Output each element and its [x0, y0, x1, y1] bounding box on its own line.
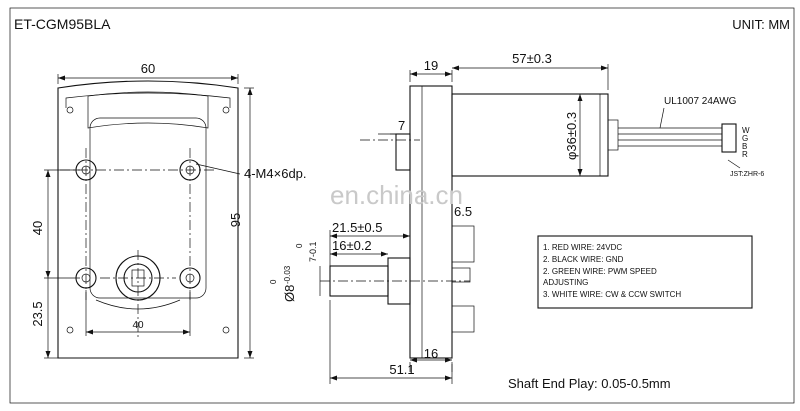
connector [721, 123, 737, 153]
dim-shaft-length-1: 21.5±0.5 [332, 220, 383, 235]
shaft-tol-upper: 0 [269, 279, 278, 284]
gearbox-outline [57, 80, 239, 359]
hole-spec: 4-M4×6dp. [244, 166, 307, 181]
dim-overall-length: 51.1 [389, 362, 414, 377]
connector-label: JST:ZHR-6 [730, 171, 764, 178]
gearbox-side [409, 85, 453, 359]
side-view: W G B R JST:ZHR-6 UL1007 24AWG 19 57±0.3 [269, 51, 764, 384]
wire-letter-r: R [742, 150, 748, 159]
wire-item-white: 3. WHITE WIRE: CW & CCW SWITCH [543, 290, 681, 299]
unit-label: UNIT: MM [732, 17, 790, 32]
wire-item-green: 2. GREEN WIRE: PWM SPEED [543, 267, 657, 276]
tol-lower: 7-0.1 [308, 241, 318, 262]
wire-letter-g: G [742, 134, 748, 143]
front-view: 60 95 4-M4×6dp. 40 23.5 40 [30, 61, 307, 359]
shaft-end-play-note: Shaft End Play: 0.05-0.5mm [508, 376, 671, 391]
dim-bottom-40: 40 [132, 320, 144, 331]
dim-motor-length: 57±0.3 [512, 51, 552, 66]
dim-shaft-length-2: 16±0.2 [332, 238, 372, 253]
wire-letter-b: B [742, 142, 747, 151]
cable-label: UL1007 24AWG [664, 96, 737, 107]
model-title: ET-CGM95BLA [14, 16, 111, 32]
wire-item-black: 2. BLACK WIRE: GND [543, 255, 624, 264]
dim-shaft-diameter: Ø8 [282, 285, 297, 302]
dim-width: 60 [141, 61, 155, 76]
shaft-tol-lower: -0.03 [283, 265, 292, 284]
dim-height: 95 [228, 213, 243, 227]
wire-legend-box [537, 235, 753, 309]
dim-6-5: 6.5 [454, 204, 472, 219]
dim-gearbox-width: 19 [424, 58, 438, 73]
wire-letter-w: W [742, 126, 750, 135]
dim-left-40: 40 [30, 221, 45, 235]
wire-legend: 1. RED WIRE: 24VDC 2. BLACK WIRE: GND 2.… [537, 235, 753, 309]
motor-body [451, 93, 609, 177]
dim-motor-diameter: φ36±0.3 [564, 112, 579, 160]
mounting-boss [395, 133, 411, 171]
dim-16: 16 [424, 346, 438, 361]
drawing-border [9, 7, 795, 404]
dim-lower-23-5: 23.5 [30, 301, 45, 326]
watermark: en.china.cn [330, 180, 463, 210]
wire-item-red: 1. RED WIRE: 24VDC [543, 243, 622, 252]
dim-7: 7 [398, 118, 405, 133]
tol-upper: 0 [295, 243, 304, 248]
wire-item-green-cont: ADJUSTING [543, 278, 588, 287]
